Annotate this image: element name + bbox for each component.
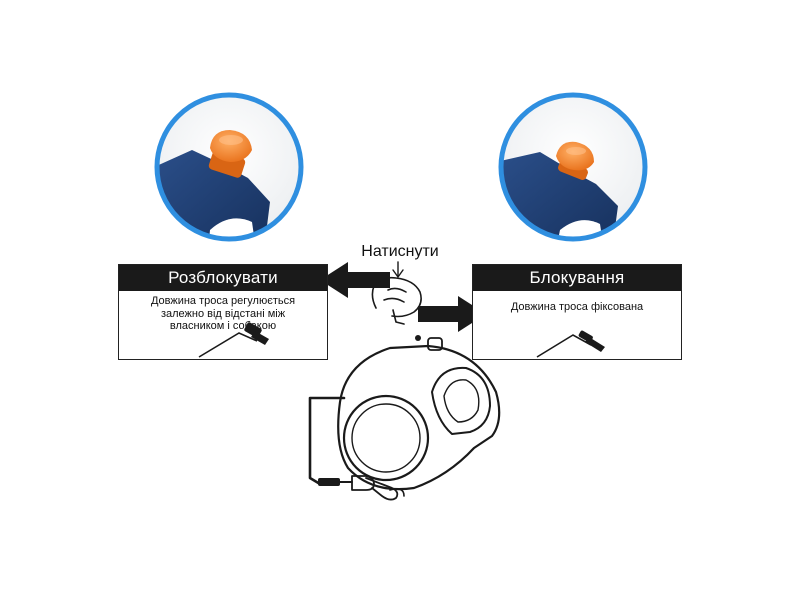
unlock-title: Розблокувати	[119, 265, 327, 291]
button-raised-sketch-icon	[198, 322, 269, 358]
lock-title: Блокування	[473, 265, 681, 291]
unlock-description-line: залежно від відстані між	[160, 307, 286, 320]
finger-press-icon	[371, 261, 422, 341]
arrow-left-icon	[320, 262, 390, 298]
button-pressed-sketch-icon	[536, 330, 605, 358]
retractable-leash-icon	[308, 337, 501, 501]
lock-description-line: Довжина троса фіксована	[510, 301, 644, 313]
unlock-panel: Розблокувати Довжина троса регулюється з…	[118, 264, 328, 360]
orange-button-raised-icon	[154, 92, 304, 242]
lock-button-photo	[496, 90, 650, 244]
unlock-description-line: Довжина троса регулюється	[150, 295, 296, 307]
lock-panel: Блокування Довжина троса фіксована	[472, 264, 682, 360]
lock-description: Довжина троса фіксована	[473, 301, 681, 314]
unlock-button-photo	[152, 90, 306, 244]
arrow-right-icon	[418, 296, 486, 332]
press-label: Натиснути	[361, 243, 439, 260]
orange-button-pressed-icon	[498, 92, 648, 242]
